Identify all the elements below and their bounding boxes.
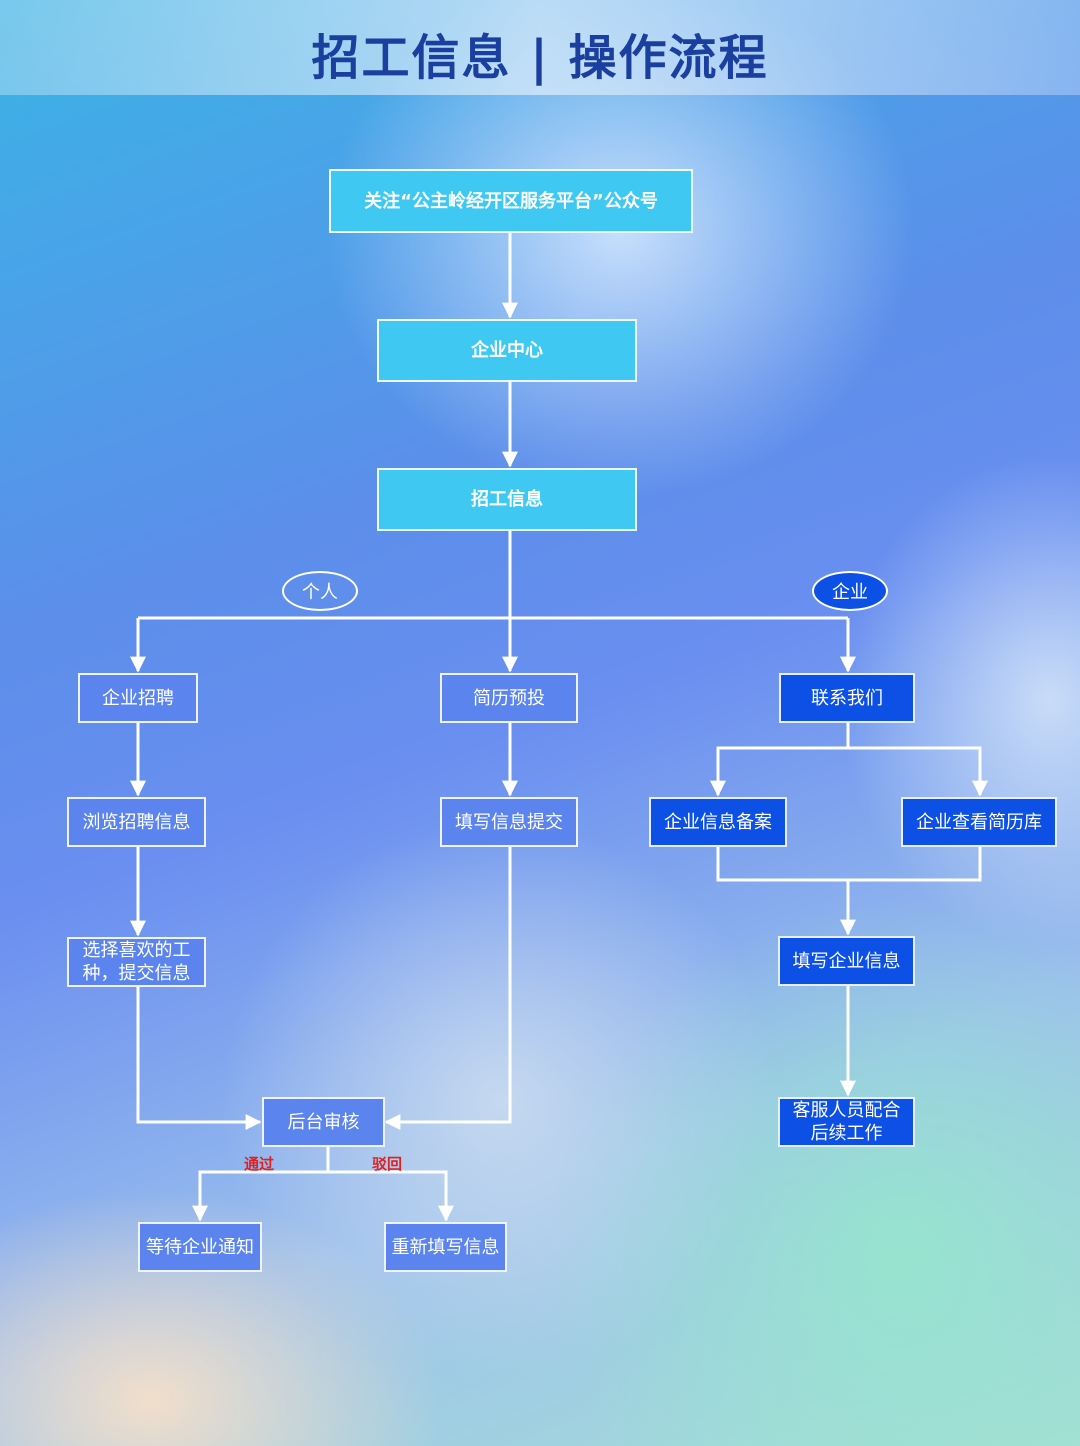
- node-customer-service: 客服人员配合后续工作: [778, 1097, 915, 1147]
- node-fill-submit: 填写信息提交: [440, 797, 578, 847]
- node-fill-company-info: 填写企业信息: [778, 936, 915, 986]
- node-view-resumes: 企业查看简历库: [901, 797, 1057, 847]
- node-review: 后台审核: [262, 1097, 385, 1147]
- node-browse-jobs: 浏览招聘信息: [67, 797, 206, 847]
- node-job-info: 招工信息: [377, 468, 637, 531]
- node-enterprise-center: 企业中心: [377, 319, 637, 382]
- branch-enterprise: 企业: [812, 571, 888, 611]
- edge-label-reject: 驳回: [372, 1155, 403, 1173]
- node-choose-job: 选择喜欢的工种，提交信息: [67, 937, 206, 987]
- node-refill: 重新填写信息: [384, 1222, 507, 1272]
- node-company-filing: 企业信息备案: [649, 797, 787, 847]
- node-contact-us: 联系我们: [779, 673, 915, 723]
- node-wait-notice: 等待企业通知: [138, 1222, 262, 1272]
- edge-label-pass: 通过: [244, 1155, 275, 1173]
- branch-personal: 个人: [282, 571, 358, 611]
- node-follow-account: 关注“公主岭经开区服务平台”公众号: [329, 169, 693, 233]
- node-resume-submit: 简历预投: [440, 673, 578, 723]
- node-company-recruit: 企业招聘: [78, 673, 198, 723]
- header-banner: [0, 0, 1080, 95]
- page-title: 招工信息 | 操作流程: [311, 30, 769, 86]
